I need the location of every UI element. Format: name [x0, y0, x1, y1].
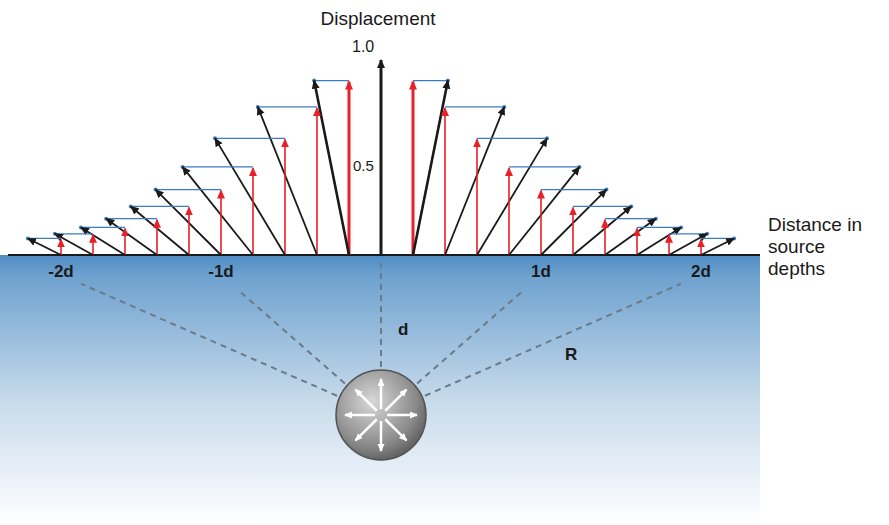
displacement-vector: [81, 227, 125, 255]
horizontal-component: [131, 206, 189, 207]
horizontal-component: [573, 206, 631, 207]
axis-title: Displacement: [320, 8, 435, 30]
horizontal-component: [701, 238, 734, 239]
vertical-component: [348, 82, 351, 255]
horizontal-component: [106, 218, 157, 219]
displacement-vector: [28, 238, 61, 255]
displacement-vector: [701, 238, 734, 255]
displacement-vector: [258, 107, 317, 255]
point-source: [336, 370, 426, 460]
horizontal-component: [413, 80, 448, 81]
tick-label: 1.0: [352, 38, 374, 56]
vertical-component: [252, 168, 254, 255]
expansion-arrow: [387, 414, 417, 417]
axis-label: Distance in source depths: [768, 214, 876, 280]
vertical-component: [572, 207, 574, 255]
horizontal-component: [28, 238, 61, 239]
horizontal-component: [637, 227, 681, 228]
vertical-component: [92, 235, 94, 255]
expansion-arrow: [380, 379, 383, 409]
vertical-component: [700, 239, 702, 255]
distance-label: 2d: [691, 262, 711, 282]
horizontal-component: [477, 138, 547, 139]
displacement-vector: [156, 190, 221, 255]
ground: [0, 255, 760, 525]
displacement-vector: [637, 227, 681, 255]
expansion-arrow: [356, 390, 377, 411]
expansion-arrow: [385, 419, 406, 440]
tick-label: 0.5: [353, 157, 374, 174]
expansion-arrow: [385, 390, 406, 411]
displacement-vector: [445, 107, 504, 255]
expansion-arrow: [380, 421, 383, 451]
horizontal-component: [314, 80, 349, 81]
displacement-vector: [541, 190, 606, 255]
horizontal-component: [215, 138, 285, 139]
ray-line: [380, 263, 382, 367]
displacement-vector: [131, 206, 189, 255]
displacement-vector: [215, 138, 285, 255]
vertical-component: [668, 235, 670, 255]
expansion-arrow: [356, 419, 377, 440]
vertical-component: [316, 108, 318, 255]
displacement-vector: [106, 219, 157, 255]
vertical-component: [156, 220, 158, 255]
displacement-vector: [605, 219, 656, 255]
horizontal-component: [258, 106, 317, 107]
displacement-vector: [477, 138, 547, 255]
displacement-axis: [380, 60, 383, 255]
vertical-component: [540, 191, 542, 255]
vertical-component: [284, 139, 286, 255]
ray-line: [417, 289, 524, 383]
vertical-component: [188, 207, 190, 255]
expansion-arrow: [345, 414, 375, 417]
displacement-vector: [509, 167, 579, 255]
horizontal-component: [55, 233, 93, 234]
horizontal-component: [605, 218, 656, 219]
ray-line: [425, 284, 681, 396]
vertical-component: [636, 228, 638, 255]
distance-label: -2d: [48, 262, 74, 282]
surface-line: [8, 254, 760, 256]
horizontal-component: [156, 189, 221, 190]
vertical-component: [124, 228, 126, 255]
horizontal-component: [81, 227, 125, 228]
horizontal-component: [541, 189, 606, 190]
vertical-component: [60, 239, 62, 255]
distance-label: 1d: [531, 262, 551, 282]
vertical-component: [220, 191, 222, 255]
distance-label: -1d: [208, 262, 234, 282]
horizontal-component: [509, 166, 579, 167]
vertical-component: [476, 139, 478, 255]
displacement-vector: [55, 234, 93, 255]
displacement-vector: [573, 206, 631, 255]
ray-line: [238, 289, 345, 383]
distance-label: R: [565, 345, 577, 365]
displacement-vector: [183, 167, 253, 255]
vertical-component: [412, 82, 415, 255]
horizontal-component: [445, 106, 504, 107]
source-sphere: [336, 370, 426, 460]
displacement-vector: [314, 81, 349, 255]
vertical-component: [444, 108, 446, 255]
distance-label: d: [398, 320, 408, 340]
vertical-component: [508, 168, 510, 255]
displacement-vector: [413, 81, 448, 255]
displacement-vector: [669, 234, 707, 255]
vertical-component: [604, 220, 606, 255]
horizontal-component: [669, 233, 707, 234]
horizontal-component: [183, 166, 253, 167]
ray-line: [81, 284, 337, 396]
